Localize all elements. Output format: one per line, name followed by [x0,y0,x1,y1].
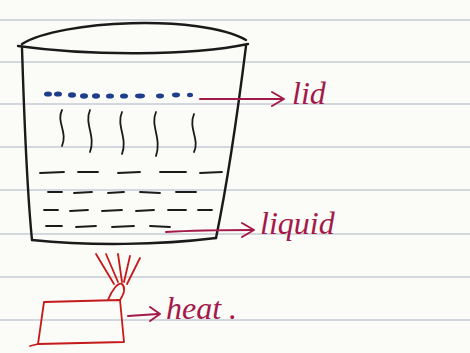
part-label: heat . [166,291,237,326]
part-label: lid [292,76,326,111]
part-label: liquid [260,206,335,241]
